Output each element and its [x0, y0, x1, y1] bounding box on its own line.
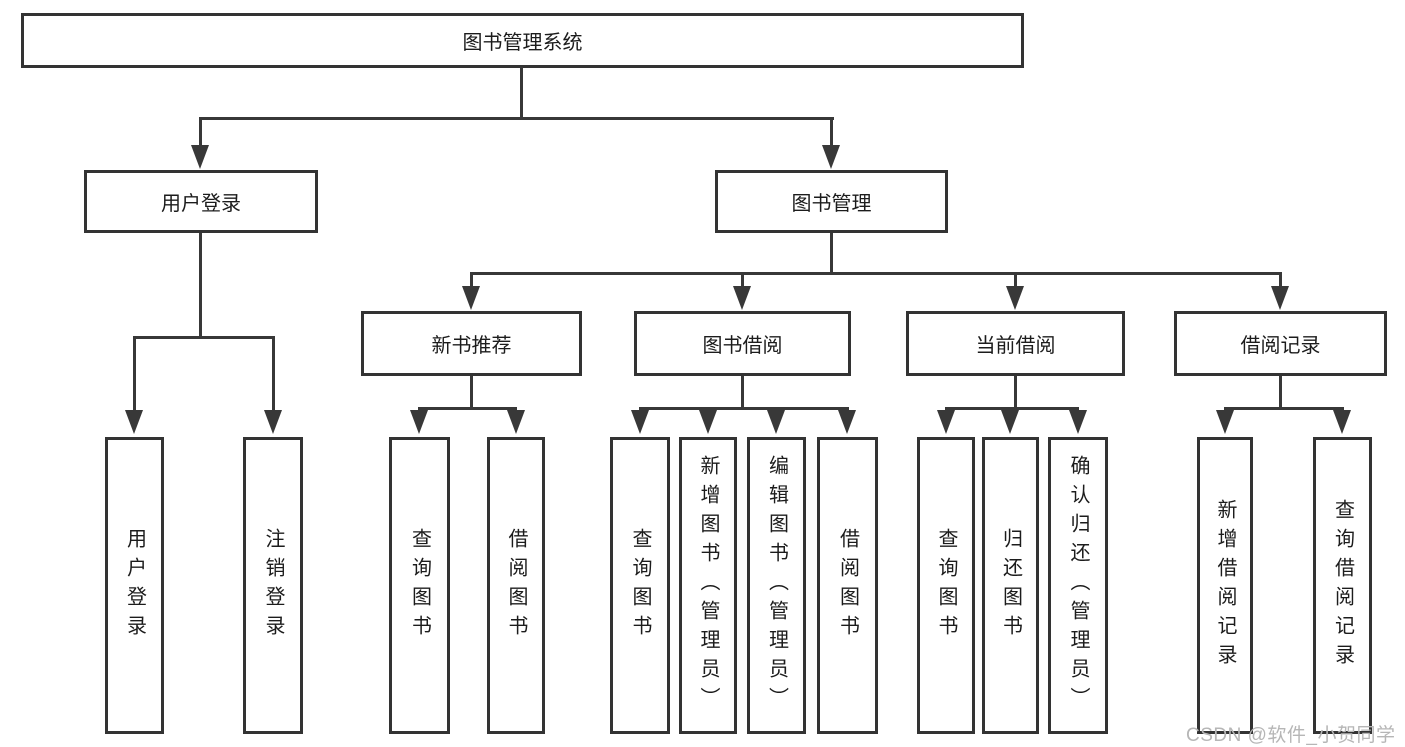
- connector-borrow-records-drop: [1279, 376, 1282, 409]
- node-label: 编辑图书（管理员）: [765, 455, 788, 716]
- connector-root-drop: [520, 67, 523, 118]
- node-label: 借阅图书: [836, 527, 859, 644]
- arrow-to-current-borrow: [1006, 286, 1024, 310]
- node-book-borrow: 图书借阅: [634, 311, 851, 376]
- node-label: 图书管理: [791, 193, 872, 215]
- arrow-to-user-login: [191, 145, 209, 169]
- arrow-to-cb-confirm-return: [1069, 410, 1087, 434]
- node-new-book-rec: 新书推荐: [361, 311, 582, 376]
- node-label: 确认归还（管理员）: [1067, 455, 1089, 716]
- node-label: 图书借阅: [702, 335, 783, 357]
- node-label: 用户登录: [123, 527, 146, 644]
- connector-stem-user-login-leaf: [133, 336, 136, 410]
- node-label: 查询图书: [629, 527, 651, 644]
- node-label: 查询图书: [408, 527, 431, 644]
- node-label: 新增图书（管理员）: [697, 455, 719, 716]
- node-current-borrow: 当前借阅: [906, 311, 1125, 376]
- connector-book-borrow-drop: [741, 376, 744, 409]
- node-leaf-bb-query-books: 查询图书: [610, 437, 670, 734]
- node-leaf-cb-return-books: 归还图书: [982, 437, 1039, 734]
- node-label: 用户登录: [161, 193, 241, 215]
- node-label: 查询借阅记录: [1331, 498, 1354, 673]
- connector-level2-branch: [199, 117, 834, 120]
- connector-stem-current-borrow: [1014, 272, 1017, 286]
- node-label: 查询图书: [935, 527, 957, 644]
- connector-stem-user-login: [199, 117, 202, 145]
- connector-level3-branch: [470, 272, 1282, 275]
- connector-borrow-records-branch: [1224, 407, 1344, 410]
- connector-stem-borrow-records: [1279, 272, 1282, 286]
- arrow-to-book-mgmt: [822, 145, 840, 169]
- node-leaf-cb-query-books: 查询图书: [917, 437, 975, 734]
- node-label: 注销登录: [262, 527, 284, 644]
- node-book-mgmt: 图书管理: [715, 170, 948, 233]
- connector-new-book-rec-drop: [470, 376, 473, 409]
- arrow-to-bb-borrow-books: [838, 410, 856, 434]
- arrow-to-br-add-record: [1216, 410, 1234, 434]
- arrow-to-new-book-rec: [462, 286, 480, 310]
- node-leaf-cb-confirm-return: 确认归还（管理员）: [1048, 437, 1108, 734]
- connector-book-mgmt-drop: [830, 233, 833, 274]
- node-leaf-logout: 注销登录: [243, 437, 303, 734]
- arrow-to-bb-edit-books: [767, 410, 785, 434]
- connector-stem-book-mgmt: [830, 117, 833, 145]
- connector-stem-new-book-rec: [470, 272, 473, 286]
- node-label: 图书管理系统: [462, 32, 583, 54]
- arrow-to-nb-borrow-books: [507, 410, 525, 434]
- node-leaf-nb-query-books: 查询图书: [389, 437, 450, 734]
- arrow-to-user-login-leaf: [125, 410, 143, 434]
- node-borrow-records: 借阅记录: [1174, 311, 1387, 376]
- node-label: 归还图书: [999, 527, 1022, 644]
- connector-user-login-branch: [133, 336, 275, 339]
- arrow-to-cb-query-books: [937, 410, 955, 434]
- connector-book-borrow-branch: [639, 407, 849, 410]
- connector-stem-book-borrow: [741, 272, 744, 286]
- node-leaf-br-query-record: 查询借阅记录: [1313, 437, 1372, 734]
- node-root-library-management-system: 图书管理系统: [21, 13, 1024, 68]
- connector-new-book-rec-branch: [418, 407, 517, 410]
- node-leaf-nb-borrow-books: 借阅图书: [487, 437, 545, 734]
- arrow-to-logout-leaf: [264, 410, 282, 434]
- connector-stem-logout-leaf: [272, 336, 275, 410]
- arrow-to-br-query-record: [1333, 410, 1351, 434]
- node-label: 新书推荐: [431, 335, 512, 357]
- arrow-to-bb-query-books: [631, 410, 649, 434]
- connector-current-borrow-branch: [945, 407, 1079, 410]
- connector-current-borrow-drop: [1014, 376, 1017, 409]
- node-leaf-bb-borrow-books: 借阅图书: [817, 437, 878, 734]
- arrow-to-borrow-records: [1271, 286, 1289, 310]
- node-label: 新增借阅记录: [1214, 498, 1236, 673]
- arrow-to-bb-add-books: [699, 410, 717, 434]
- node-leaf-user-login: 用户登录: [105, 437, 164, 734]
- node-leaf-bb-edit-books: 编辑图书（管理员）: [747, 437, 806, 734]
- node-leaf-bb-add-books: 新增图书（管理员）: [679, 437, 737, 734]
- arrow-to-nb-query-books: [410, 410, 428, 434]
- arrow-to-book-borrow: [733, 286, 751, 310]
- node-leaf-br-add-record: 新增借阅记录: [1197, 437, 1253, 734]
- node-label: 借阅记录: [1240, 335, 1321, 357]
- csdn-watermark: CSDN @软件_小贺同学: [1186, 725, 1396, 746]
- connector-user-login-drop: [199, 233, 202, 337]
- node-user-login: 用户登录: [84, 170, 318, 233]
- node-label: 当前借阅: [975, 335, 1056, 357]
- arrow-to-cb-return-books: [1001, 410, 1019, 434]
- node-label: 借阅图书: [505, 527, 527, 644]
